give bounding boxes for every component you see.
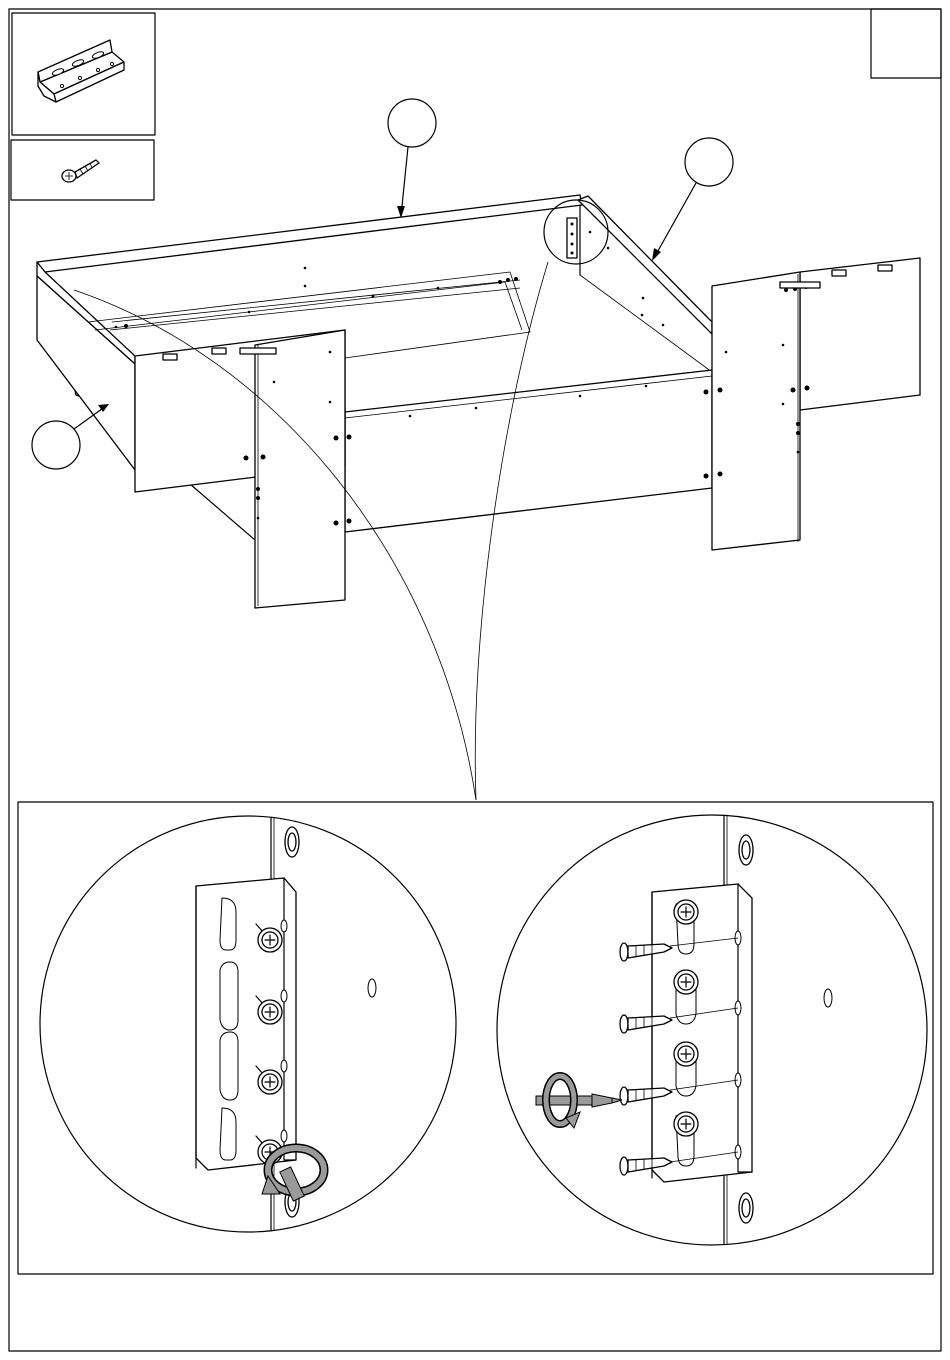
detail-frame (18, 802, 933, 1274)
front-plate-right-outer (800, 258, 920, 410)
callout-right (652, 138, 733, 261)
screwdriver-icon (536, 1076, 622, 1128)
screw-icon (62, 160, 99, 182)
parts-box-bracket (12, 13, 155, 135)
parts-box-screw (11, 140, 154, 200)
bracket-front-view (196, 878, 296, 1170)
front-plate-right (712, 272, 800, 550)
front-panel (345, 370, 712, 532)
detail-right (497, 812, 927, 1250)
right-side-panel (578, 196, 712, 334)
callout-top (388, 99, 436, 218)
zoom-circle-small (544, 200, 608, 264)
drawer-assembly (37, 195, 920, 800)
zoom-connector-right (475, 262, 548, 800)
step-number-box (871, 9, 941, 78)
back-panel (37, 195, 582, 272)
detail-left (40, 810, 456, 1240)
angle-bracket-icon (38, 40, 124, 102)
bracket-front-view (652, 884, 752, 1182)
front-plate-left-outer (255, 330, 345, 608)
